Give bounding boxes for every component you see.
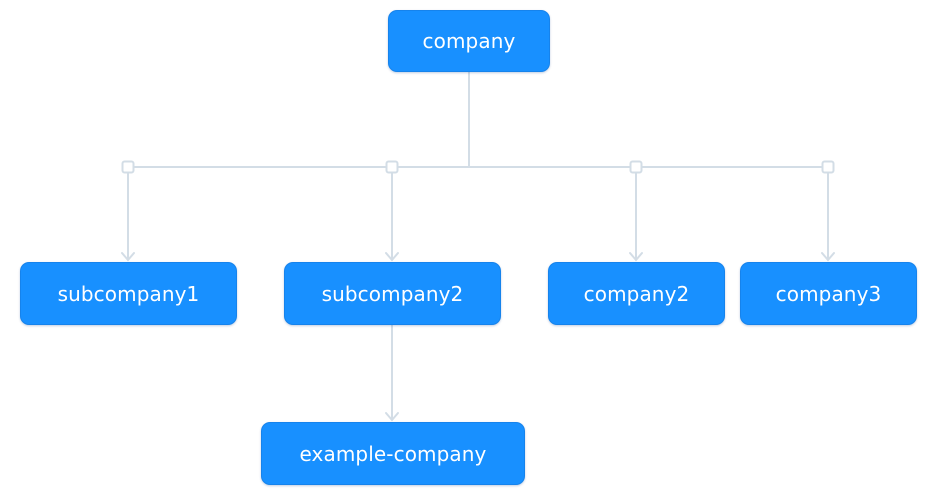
node-label-company2: company2 (583, 281, 690, 306)
arrowhead-subcompany2 (385, 252, 399, 262)
node-label-subcompany1: subcompany1 (57, 281, 200, 306)
arrowhead-company3 (821, 252, 835, 262)
arrowhead-example-company (385, 412, 399, 422)
node-label-company3: company3 (775, 281, 882, 306)
arrowhead-subcompany1 (121, 252, 135, 262)
node-company3[interactable]: company3 (740, 262, 917, 325)
node-label-example-company: example-company (299, 441, 487, 466)
branch-handle-subcompany1[interactable] (121, 160, 135, 174)
node-company2[interactable]: company2 (548, 262, 725, 325)
branch-handle-company2[interactable] (629, 160, 643, 174)
branch-handle-company3[interactable] (821, 160, 835, 174)
branch-handle-subcompany2[interactable] (385, 160, 399, 174)
arrowhead-company2 (629, 252, 643, 262)
node-subcompany1[interactable]: subcompany1 (20, 262, 237, 325)
node-label-company: company (422, 29, 516, 53)
node-label-subcompany2: subcompany2 (321, 281, 464, 306)
node-company[interactable]: company (388, 10, 550, 72)
node-subcompany2[interactable]: subcompany2 (284, 262, 501, 325)
node-example-company[interactable]: example-company (261, 422, 525, 485)
